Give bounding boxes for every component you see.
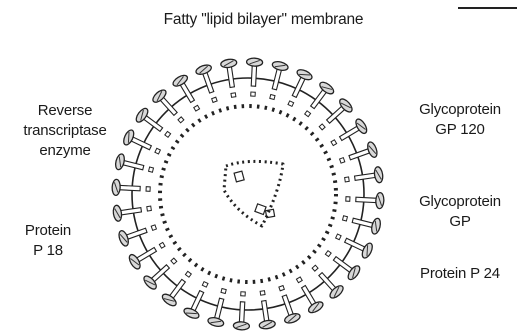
glycoprotein-spike bbox=[245, 58, 263, 97]
label-protein-p18: Protein P 18 bbox=[18, 221, 78, 261]
rna-fragment-icon bbox=[234, 171, 244, 182]
diagram-title: Fatty "lipid bilayer" membrane bbox=[0, 10, 517, 30]
glycoprotein-spike bbox=[264, 60, 289, 101]
glycoprotein-spike bbox=[291, 274, 324, 315]
glycoprotein-spike bbox=[333, 229, 374, 260]
glycoprotein-spike bbox=[283, 68, 314, 109]
glycoprotein-spike bbox=[127, 237, 168, 270]
label-glycoprotein-gp: Glycoprotein GP bbox=[408, 192, 512, 232]
lipid-bilayer-membrane bbox=[132, 78, 364, 310]
glycoprotein-spike bbox=[112, 179, 151, 197]
glycoprotein-spike bbox=[300, 80, 336, 120]
glycoprotein-spike bbox=[341, 210, 382, 235]
glycoprotein-spike bbox=[328, 117, 369, 150]
glycoprotein-spike bbox=[195, 63, 223, 104]
glycoprotein-spike bbox=[345, 191, 384, 209]
protein-p18-ring bbox=[160, 106, 336, 282]
enzyme-fragment-icon bbox=[255, 204, 266, 215]
glycoprotein-spike bbox=[142, 254, 181, 291]
glycoprotein-spike bbox=[322, 246, 362, 282]
label-glycoprotein-gp120: Glycoprotein GP 120 bbox=[408, 100, 512, 140]
glycoprotein-spike bbox=[151, 88, 188, 127]
glycoprotein-spike bbox=[117, 219, 158, 247]
glycoprotein-spike bbox=[160, 268, 196, 308]
glycoprotein-spike bbox=[122, 129, 163, 160]
glycoprotein-spike bbox=[183, 279, 214, 320]
glycoprotein-spikes bbox=[112, 58, 384, 330]
glycoprotein-spike bbox=[273, 284, 301, 325]
glycoprotein-spike bbox=[233, 291, 251, 330]
glycoprotein-spike bbox=[338, 141, 379, 169]
label-protein-p24: Protein P 24 bbox=[408, 264, 512, 284]
glycoprotein-spike bbox=[171, 73, 204, 114]
glycoprotein-spike bbox=[308, 261, 345, 300]
glycoprotein-spike bbox=[207, 287, 232, 328]
enzyme-fragment-icon-2 bbox=[266, 209, 275, 217]
glycoprotein-spike bbox=[134, 106, 174, 142]
label-reverse-transcriptase: Reverse transcriptase enzyme bbox=[6, 101, 124, 161]
glycoprotein-spike bbox=[315, 97, 354, 134]
